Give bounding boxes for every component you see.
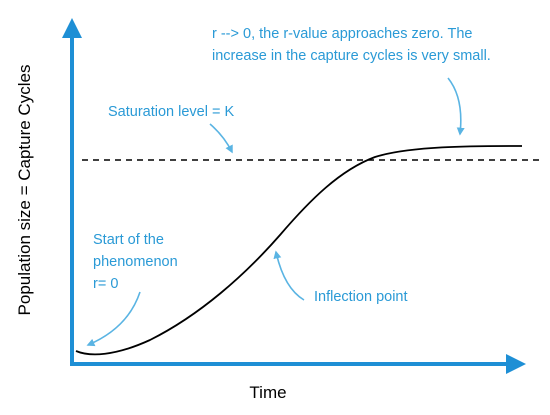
r-zero-annotation-line1: r --> 0, the r-value approaches zero. Th…	[212, 26, 472, 42]
inflection-arrow	[273, 250, 305, 301]
r-zero-annotation-line2: increase in the capture cycles is very s…	[212, 48, 491, 64]
start-annotation-line2: phenomenon	[93, 254, 178, 270]
saturation-annotation: Saturation level = K	[108, 104, 234, 120]
start-annotation-line3: r= 0	[93, 276, 118, 292]
r-zero-arrow	[447, 77, 465, 136]
saturation-arrow	[209, 123, 233, 154]
y-axis-label: Population size = Capture Cycles	[15, 65, 34, 316]
start-arrow	[86, 291, 141, 347]
x-axis-label: Time	[249, 383, 286, 402]
start-annotation-line1: Start of the	[93, 232, 164, 248]
inflection-annotation: Inflection point	[314, 289, 408, 305]
logistic-curve	[75, 145, 523, 356]
